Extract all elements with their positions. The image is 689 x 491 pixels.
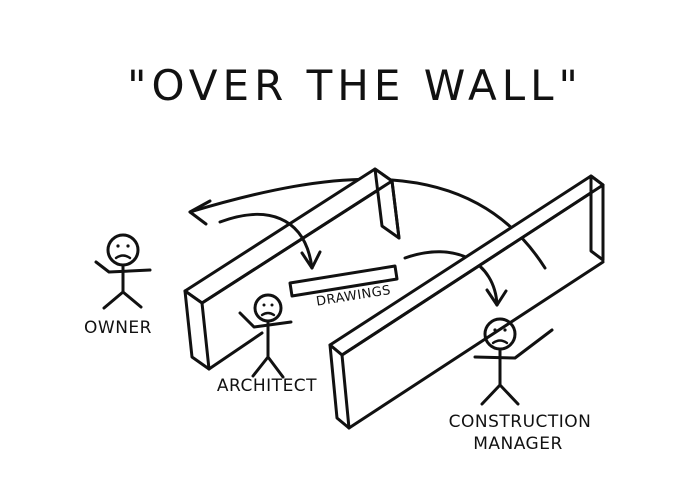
owner-label: OWNER [84,318,152,338]
right-wall [328,174,605,430]
architect-label: ARCHITECT [217,376,317,396]
arrow-owner-to-architect [218,213,322,270]
construction-manager-figure [473,317,554,406]
construction-manager-label-line2: MANAGER [473,434,563,454]
owner-figure [94,233,152,310]
diagram-title: "OVER THE WALL" [127,61,583,110]
architect-figure [238,293,293,379]
drawings-bundle: DRAWINGS [288,264,399,310]
construction-manager-label-line1: CONSTRUCTION [449,412,592,432]
left-wall [183,167,401,371]
